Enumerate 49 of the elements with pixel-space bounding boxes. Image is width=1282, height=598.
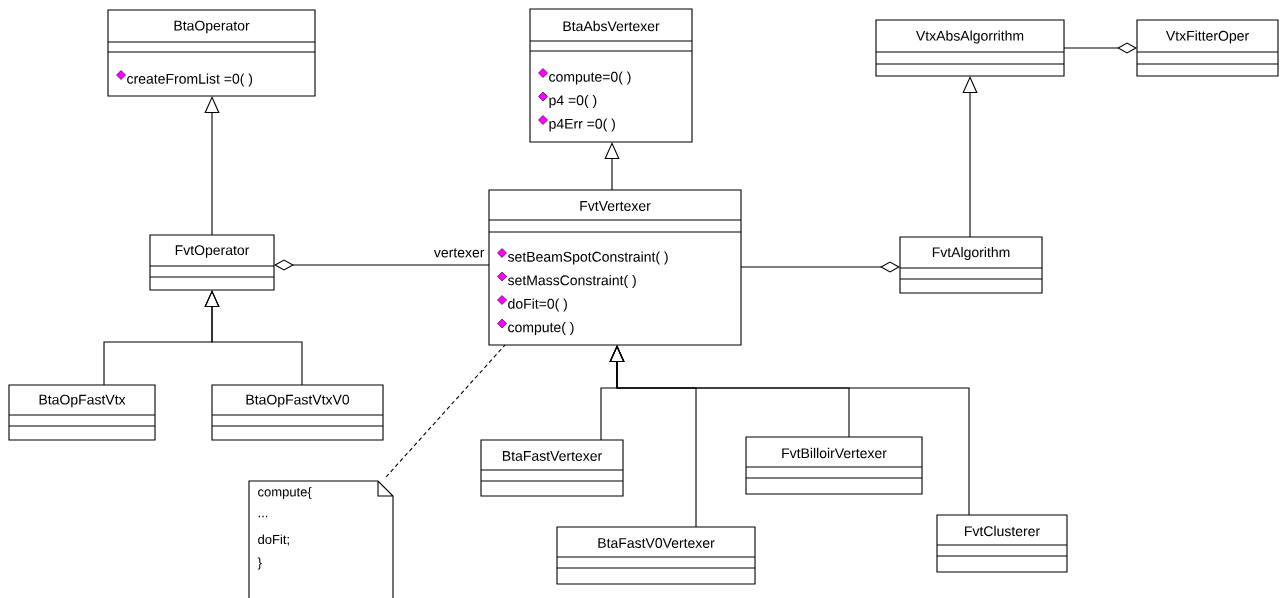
class-box	[1136, 19, 1279, 77]
note-box	[248, 480, 394, 598]
class-name: BtaAbsVertexer	[563, 20, 660, 32]
method-name: p4 =0( )	[549, 95, 597, 109]
method-name: createFromList =0( )	[127, 73, 253, 87]
class-name: BtaOpFastVtxV0	[246, 394, 350, 408]
arrow	[609, 345, 970, 516]
class-name: BtaOpFastVtx	[39, 394, 126, 408]
arrow	[604, 142, 620, 191]
class-name: FvtBilloirVertexer	[782, 447, 887, 459]
class-box	[899, 236, 1043, 294]
arrow	[1063, 42, 1137, 54]
arrow	[962, 76, 978, 238]
class-box	[211, 384, 384, 441]
class-box	[936, 514, 1068, 573]
class-name: VtxFitterOper	[1165, 30, 1249, 44]
class-box	[556, 526, 756, 585]
class-name: VtxAbsAlgorrithm	[916, 30, 1024, 44]
class-box	[875, 19, 1065, 77]
class-box	[149, 234, 275, 291]
class-box	[488, 189, 742, 346]
class-name: FvtOperator	[175, 245, 250, 258]
note-text: compute{	[258, 486, 312, 500]
note-text: doFit;	[258, 534, 289, 546]
class-name: BtaFastVertexer	[502, 451, 602, 461]
method-name: doFit=0( )	[508, 298, 567, 312]
method-name: setBeamSpotConstraint( )	[507, 251, 668, 265]
class-name: BtaFastV0Vertexer	[598, 538, 715, 548]
arrow	[204, 96, 220, 236]
method-name: compute=0( )	[549, 71, 631, 85]
method-name: compute( )	[508, 322, 574, 336]
class-name: FvtVertexer	[580, 201, 651, 211]
class-name: BtaOperator	[174, 20, 250, 34]
edge-label: vertexer	[432, 247, 486, 259]
class-name: FvtClusterer	[965, 525, 1040, 537]
arrow	[740, 261, 900, 273]
class-name: FvtAlgorithm	[932, 247, 1010, 261]
arrow	[204, 290, 303, 386]
method-name: setMassConstraint( )	[507, 275, 636, 289]
arrow	[274, 259, 490, 271]
class-box	[8, 384, 156, 441]
class-box	[745, 436, 923, 495]
note-text: ...	[258, 515, 268, 518]
class-box	[480, 439, 624, 497]
note-text: }	[257, 557, 262, 570]
method-name: p4Err =0( )	[549, 118, 615, 132]
association-line	[385, 344, 506, 478]
class-box	[107, 9, 316, 97]
class-box	[529, 8, 693, 143]
